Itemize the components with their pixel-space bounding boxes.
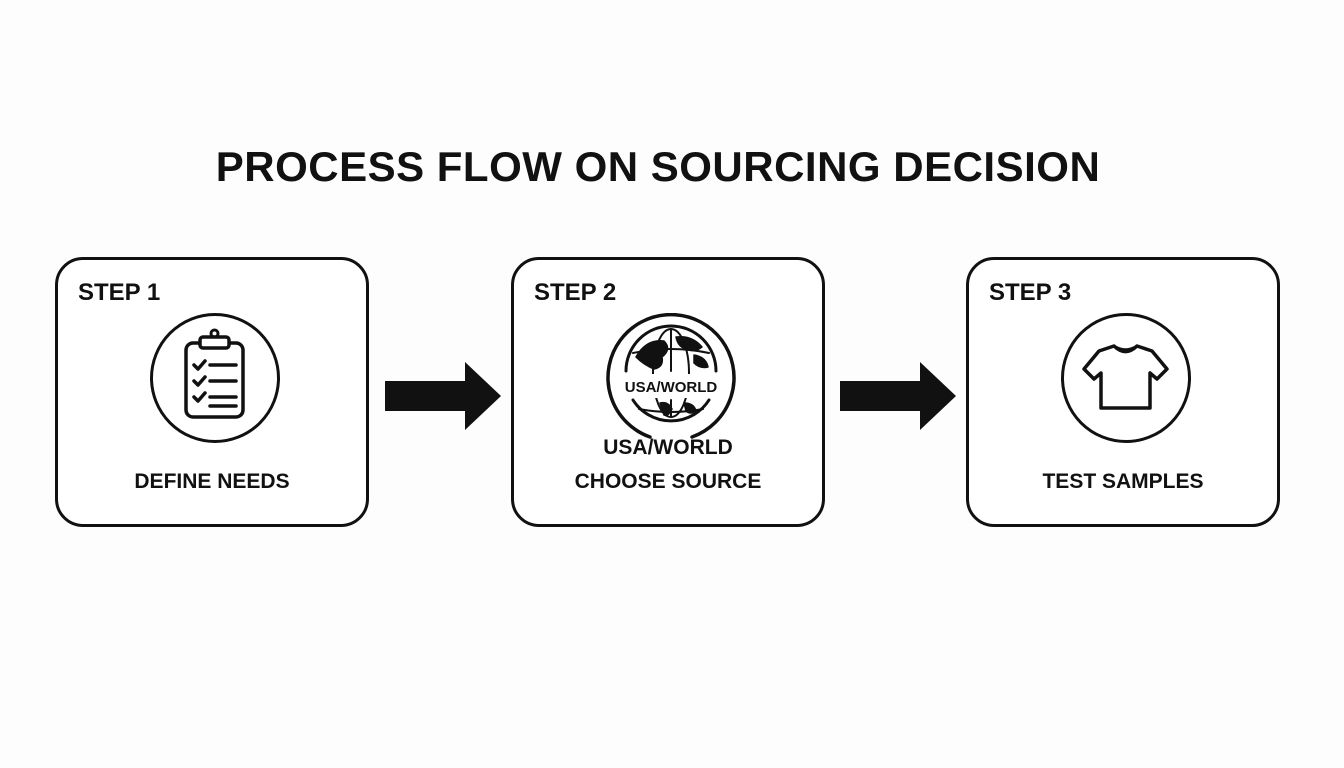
step-caption-2-line-1: USA/WORLD — [603, 436, 733, 459]
step-caption-1-line-1: DEFINE NEEDS — [134, 470, 290, 493]
right-arrow-icon — [840, 362, 956, 430]
step-label-2: STEP 2 — [534, 279, 617, 306]
globe-icon: USA/WORLD — [606, 313, 736, 439]
step-card-1: STEP 1 DEFINE NEEDS — [55, 257, 369, 527]
globe-icon-label: USA/WORLD — [625, 379, 718, 396]
tshirt-icon — [1061, 313, 1191, 443]
step-card-2: STEP 2 USA/WORLD USA/WORLD CH — [511, 257, 825, 527]
step-caption-2-line-2: CHOOSE SOURCE — [574, 470, 762, 493]
step-label-1: STEP 1 — [78, 279, 161, 306]
step-label-3: STEP 3 — [989, 279, 1072, 306]
clipboard-checklist-icon — [150, 313, 280, 443]
right-arrow-icon — [385, 362, 501, 430]
step-card-3: STEP 3 TEST SAMPLES — [966, 257, 1280, 527]
diagram-title: PROCESS FLOW ON SOURCING DECISION — [215, 143, 1101, 190]
step-caption-3-line-1: TEST SAMPLES — [1042, 470, 1204, 493]
